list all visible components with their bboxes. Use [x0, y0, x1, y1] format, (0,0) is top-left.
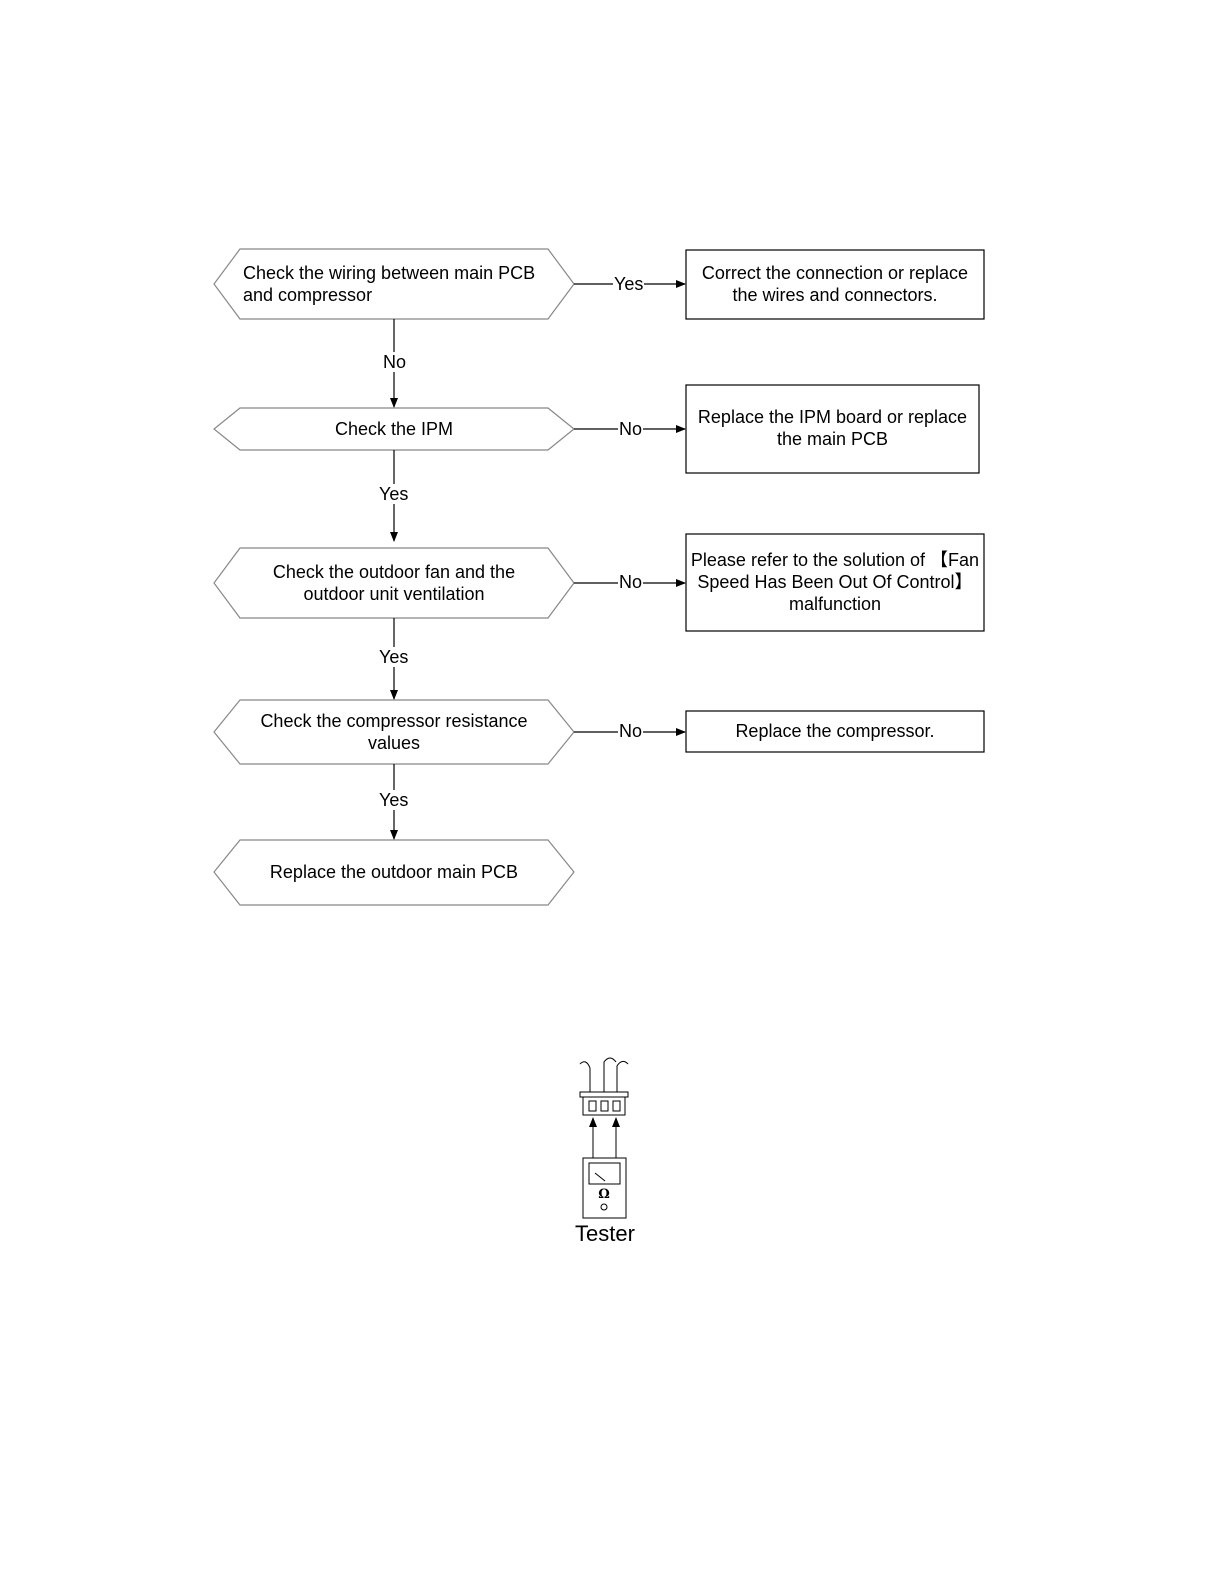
action-replace-compressor-box — [685, 710, 985, 753]
edge-d4-a4-label: No — [618, 721, 644, 741]
meter-needle — [594, 1172, 606, 1182]
decision-check-wiring-shape — [213, 248, 575, 320]
tester-wire-left — [579, 1061, 591, 1092]
action-replace-ipm-box — [685, 384, 980, 474]
tester-illustration — [579, 1057, 629, 1219]
decision-check-wiring-text: Check the wiring between main PCB and co… — [243, 263, 536, 305]
connector-top-bar — [579, 1091, 629, 1098]
edge-d4-d5-label: Yes — [378, 790, 410, 810]
decision-check-ipm-text: Check the IPM — [334, 419, 454, 439]
decision-check-ipm-shape — [213, 407, 575, 451]
edge-d1-d2-label: No — [382, 352, 408, 372]
terminal-replace-outdoor-pcb-text: Replace the outdoor main PCB — [269, 862, 519, 882]
action-replace-ipm-text: Replace the IPM board or replace the mai… — [697, 407, 968, 449]
connector-pin-2 — [600, 1100, 609, 1112]
terminal-replace-outdoor-pcb-shape — [213, 839, 575, 906]
action-correct-connection-box — [685, 249, 985, 320]
tester-wire-right — [616, 1060, 629, 1092]
edge-d3-d4-label: Yes — [378, 647, 410, 667]
connector-pin-1 — [588, 1100, 597, 1112]
meter-display — [588, 1162, 621, 1185]
edge-d2-a2-label: No — [618, 419, 644, 439]
edge-d3-a3-label: No — [618, 572, 644, 592]
action-refer-fan-solution-box — [685, 533, 985, 632]
tester-wire-middle — [603, 1057, 617, 1092]
decision-check-fan-shape — [213, 547, 575, 619]
connector-pin-3 — [612, 1100, 621, 1112]
meter-ohm-symbol: Ω — [598, 1187, 610, 1202]
action-refer-fan-solution-text: Please refer to the solution of 【Fan Spe… — [690, 550, 980, 614]
decision-check-resistance-shape — [213, 699, 575, 765]
action-replace-compressor-text: Replace the compressor. — [735, 721, 935, 741]
decision-check-fan-text: Check the outdoor fan and the outdoor un… — [272, 562, 516, 604]
meter-body — [582, 1157, 627, 1219]
edge-d1-a1-label: Yes — [613, 274, 645, 294]
tester-label: Tester — [575, 1221, 635, 1246]
edge-d2-d3-label: Yes — [378, 484, 410, 504]
action-correct-connection-text: Correct the connection or replace the wi… — [701, 263, 969, 305]
decision-check-resistance-text: Check the compressor resistance values — [260, 711, 528, 753]
meter-knob — [600, 1203, 608, 1211]
